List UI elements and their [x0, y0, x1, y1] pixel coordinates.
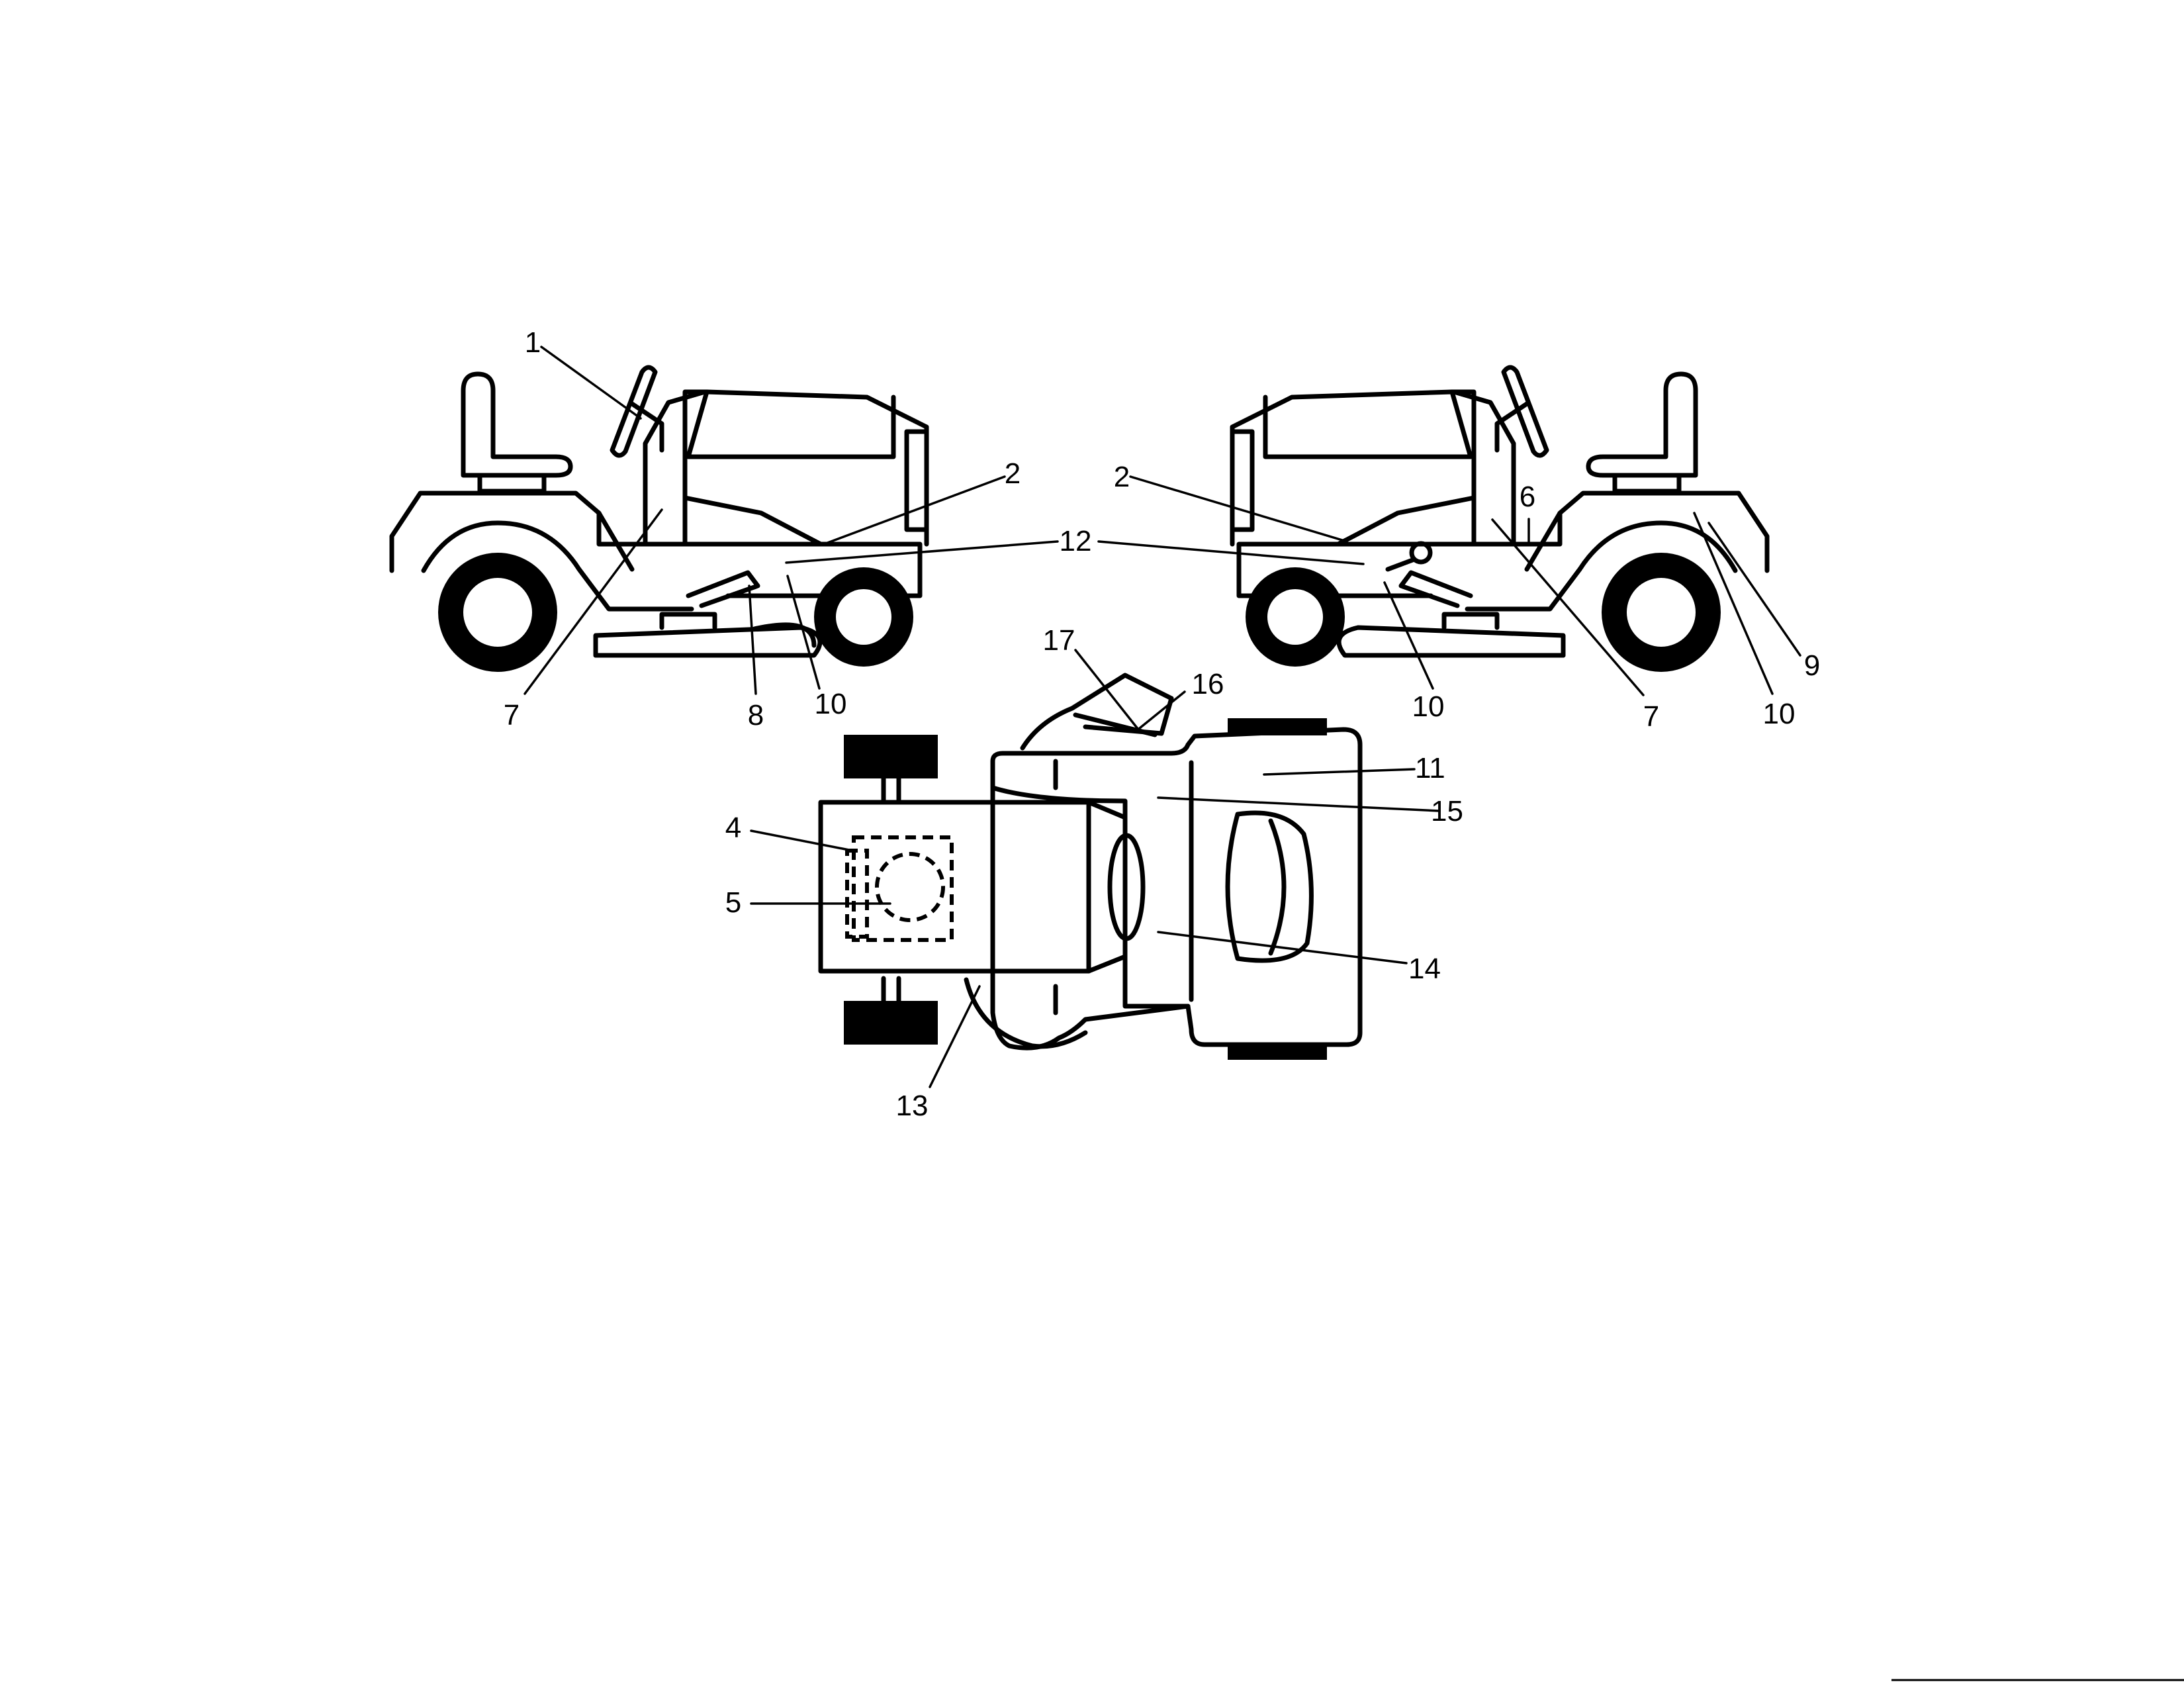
tractor-top-view	[818, 673, 1363, 1060]
steering-wheel-top	[1107, 833, 1146, 941]
rear-wheel-bottom	[1228, 1043, 1327, 1060]
mower-deck	[593, 625, 823, 658]
callout-1: 1	[525, 326, 541, 359]
callout-11: 11	[1415, 752, 1445, 784]
callout-2-right: 2	[1114, 461, 1130, 493]
body-top	[990, 727, 1363, 1047]
leader-lines	[523, 346, 1801, 1088]
discharge-chute	[1020, 673, 1174, 751]
callout-15: 15	[1431, 795, 1463, 827]
hood	[682, 389, 929, 547]
callout-4: 4	[725, 812, 741, 844]
pedal	[686, 570, 760, 608]
callout-labels: 1 2 2 4 5 6 7 7 8 9 10 10 10 11 12 13 14…	[504, 326, 1820, 1122]
rear-fender	[389, 491, 635, 573]
callout-7-right: 7	[1643, 700, 1659, 733]
callout-14: 14	[1408, 953, 1441, 985]
callout-10-right: 10	[1763, 698, 1796, 730]
rear-wheel-top	[1228, 718, 1327, 735]
callout-7-left: 7	[504, 699, 520, 731]
callout-5: 5	[725, 886, 741, 919]
callout-17: 17	[1043, 624, 1075, 657]
tractor-right-side-view	[1230, 365, 1770, 672]
callout-8: 8	[748, 699, 764, 731]
callout-10-mid: 10	[1412, 690, 1445, 723]
callout-6: 6	[1520, 481, 1535, 513]
callout-2-left: 2	[1005, 457, 1021, 490]
callout-13: 13	[896, 1090, 929, 1122]
callout-10-left: 10	[815, 688, 847, 720]
callout-16: 16	[1192, 668, 1224, 700]
steering-wheel	[610, 365, 658, 458]
tractor-left-side-view	[389, 365, 929, 672]
seat-top	[1225, 810, 1314, 963]
seat	[461, 371, 573, 478]
grille	[904, 429, 929, 532]
callout-9: 9	[1804, 649, 1820, 682]
front-wheel-top	[844, 735, 938, 778]
engine-outline	[852, 835, 954, 942]
hood-top	[818, 800, 1091, 974]
front-wheel-bottom	[844, 1001, 938, 1045]
callout-12: 12	[1060, 525, 1092, 557]
